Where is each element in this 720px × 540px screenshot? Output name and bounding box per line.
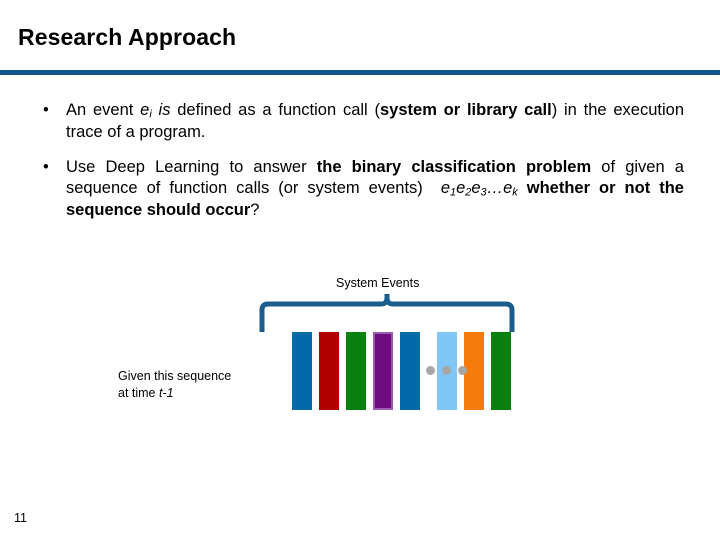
text-run: ? (250, 201, 260, 220)
event-symbol-subscript: i (149, 108, 152, 121)
event-bar-4 (373, 332, 393, 410)
text-run: Use Deep Learning to answer (66, 158, 317, 177)
text-run (152, 101, 159, 119)
sequence-ellipsis-icon (426, 366, 478, 376)
event-symbol-subscript: k (512, 186, 518, 199)
ellipsis-dot (426, 366, 435, 375)
given-note-time-symbol: t-1 (159, 385, 174, 400)
slide-page-number: 11 (14, 511, 27, 525)
event-bar-3 (346, 332, 366, 410)
text-run: An event (66, 101, 141, 119)
text-run (518, 179, 527, 197)
event-symbol: …ek (486, 179, 518, 199)
bullet-item-problem: • Use Deep Learning to answer the binary… (36, 157, 684, 221)
ellipsis-dot (458, 366, 467, 375)
event-bar-5 (400, 332, 420, 410)
bold-run: the binary classification problem (316, 158, 592, 177)
title-divider-rule (0, 70, 720, 75)
event-bar-8 (491, 332, 511, 410)
event-symbol-subscript: 2 (465, 186, 472, 199)
system-events-label: System Events (336, 276, 420, 290)
system-events-brace-icon (256, 294, 518, 334)
bullet-text-problem: Use Deep Learning to answer the binary c… (66, 158, 684, 219)
event-symbol: e3 (471, 179, 487, 199)
given-note-line2-prefix: at time (118, 385, 159, 400)
event-bar-1 (292, 332, 312, 410)
bullet-item-definition: • An event ei is defined as a function c… (36, 100, 684, 143)
page-title: Research Approach (18, 24, 237, 50)
bold-run: whether or not the sequence should occur (66, 179, 684, 220)
text-run: ) in the execution trace of a program. (66, 101, 684, 142)
bullet-text-definition: An event ei is defined as a function cal… (66, 101, 684, 141)
event-bar-2 (319, 332, 339, 410)
event-symbol: ei (140, 101, 152, 121)
event-bar-7 (464, 332, 484, 410)
text-run: defined as a function call ( (170, 101, 380, 119)
text-run: of given a sequence of function calls (o… (66, 158, 684, 198)
bullet-marker-icon: • (43, 158, 49, 177)
event-symbol: e2 (456, 179, 472, 199)
bold-run: system or library call (380, 101, 552, 119)
bullet-list: • An event ei is defined as a function c… (36, 100, 684, 235)
given-sequence-note: Given this sequence at time t-1 (118, 368, 231, 401)
event-bar-strip (292, 332, 511, 410)
sequence-diagram: System Events Given this sequence at tim… (0, 276, 720, 421)
bullet-marker-icon: • (43, 101, 49, 119)
event-symbol-subscript: 1 (450, 186, 457, 199)
event-symbol: e1 (440, 179, 457, 199)
italic-run: is (158, 101, 171, 119)
event-symbol-subscript: 3 (480, 186, 487, 199)
given-note-line1: Given this sequence (118, 369, 232, 383)
ellipsis-dot (442, 366, 451, 375)
